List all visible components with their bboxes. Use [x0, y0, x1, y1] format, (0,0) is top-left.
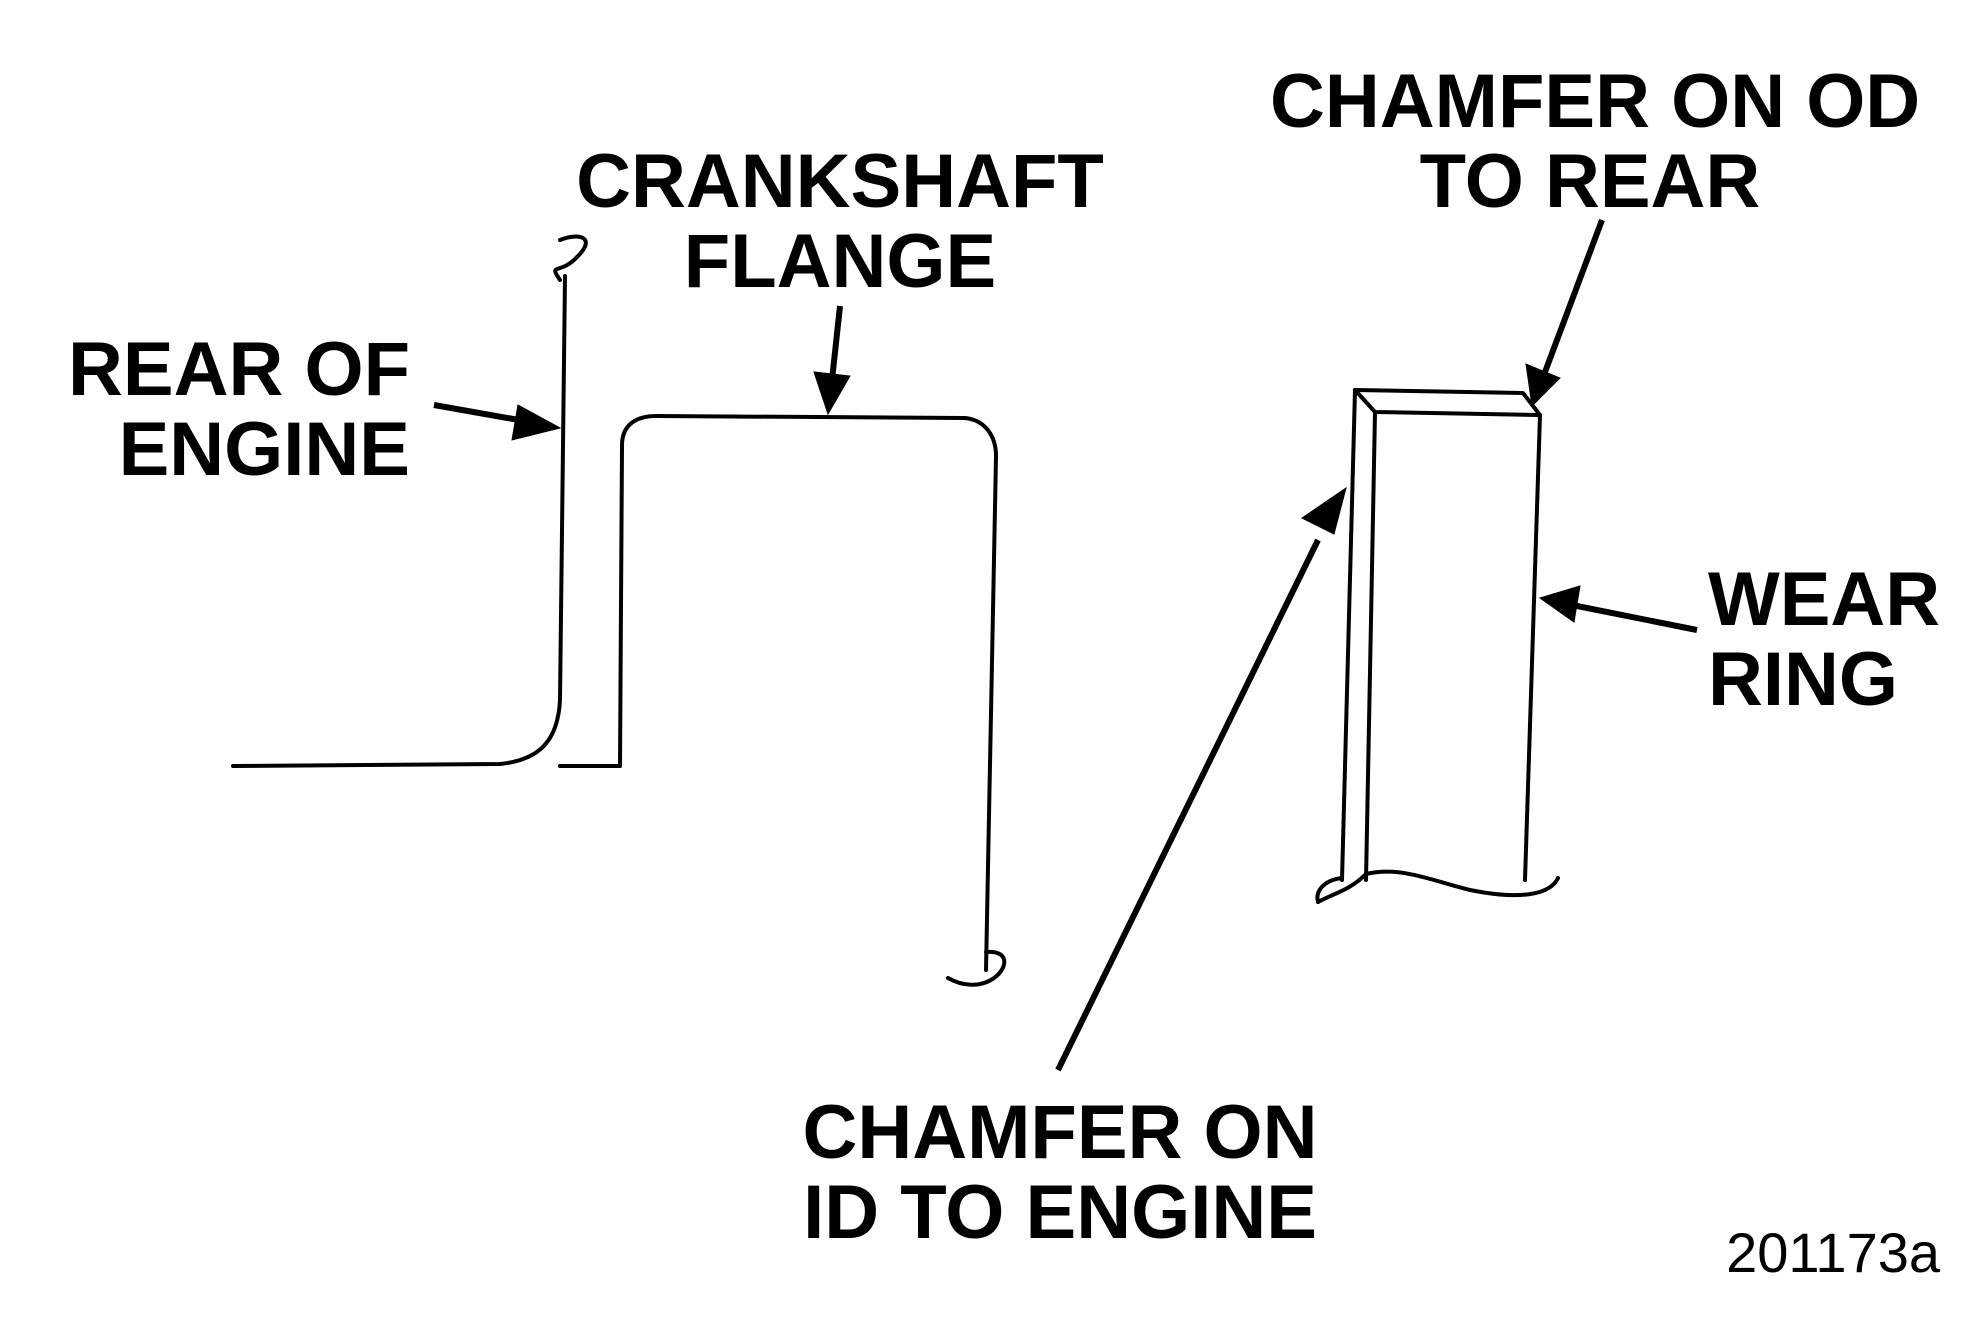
label-wear-ring-line2: RING	[1708, 637, 1898, 722]
label-rear-of-engine: REAR OF ENGINE	[40, 330, 410, 490]
arrow-wear-ring-head	[1538, 585, 1581, 623]
wear-ring	[1315, 388, 1560, 904]
label-wear-ring-line1: WEAR	[1708, 557, 1941, 642]
label-rear-of-engine-line1: REAR OF	[68, 327, 410, 412]
label-chamfer-od-line2: TO REAR	[1419, 139, 1761, 224]
label-chamfer-id-line1: CHAMFER ON	[802, 1090, 1318, 1175]
arrow-rear-of-engine	[433, 402, 531, 425]
label-rear-of-engine-line2: ENGINE	[118, 407, 410, 492]
figure-id: 201173a	[1726, 1221, 1940, 1284]
label-chamfer-od-to-rear: CHAMFER ON OD TO REAR	[1270, 59, 1921, 224]
arrow-chamfer-od-head	[1525, 363, 1561, 408]
label-chamfer-id-line2: ID TO ENGINE	[803, 1170, 1317, 1255]
arrow-chamfer-id	[1055, 538, 1321, 1072]
label-chamfer-id-to-engine: CHAMFER ON ID TO ENGINE	[780, 1093, 1340, 1253]
crankshaft-flange	[558, 414, 1007, 987]
label-crankshaft-flange-line1: CRANKSHAFT	[576, 139, 1104, 224]
arrow-chamfer-od	[1539, 218, 1605, 382]
arrow-wear-ring	[1571, 602, 1698, 633]
arrow-rear-of-engine-head	[511, 404, 562, 441]
label-crankshaft-flange-line2: FLANGE	[683, 219, 997, 304]
label-crankshaft-flange: CRANKSHAFT FLANGE	[570, 142, 1110, 302]
label-chamfer-od-line1: CHAMFER ON OD	[1270, 59, 1921, 144]
arrow-crankshaft-flange	[829, 305, 843, 381]
leader-arrows	[433, 218, 1698, 1072]
engine-rear-face	[231, 234, 588, 768]
label-wear-ring: WEAR RING	[1708, 560, 1968, 720]
arrow-crankshaft-flange-head	[813, 371, 851, 416]
arrow-chamfer-id-head	[1301, 486, 1347, 535]
